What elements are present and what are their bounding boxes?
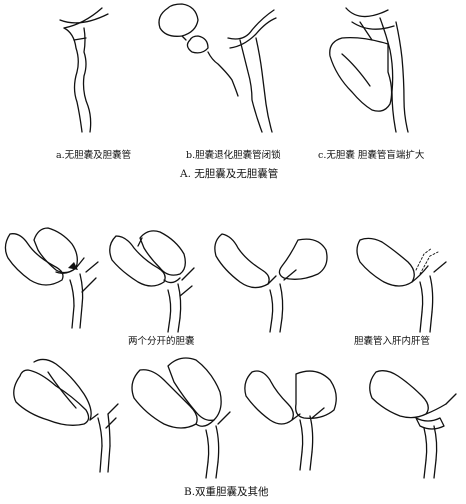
panel-b6-drawing [131, 357, 231, 479]
caption-two-separate-gallbladders: 两个分开的胆囊 [128, 336, 195, 347]
caption-panel-a: a.无胆囊及胆囊管 [56, 150, 132, 161]
panel-b3-drawing [214, 233, 328, 333]
section-b-title: B.双重胆囊及其他 [184, 486, 269, 498]
atrophic-gallbladder [158, 3, 199, 37]
caption-panel-b: b.胆囊退化胆囊管闭锁 [186, 150, 281, 161]
panel-c-drawing [329, 7, 409, 133]
panel-b5-drawing [13, 358, 119, 473]
panel-b-drawing [158, 3, 277, 133]
caption-panel-c: c.无胆囊 胆囊管盲端扩大 [318, 150, 425, 161]
panel-b4-drawing [356, 237, 447, 333]
panel-a-drawing [59, 7, 109, 133]
panel-b1-drawing [4, 227, 99, 329]
panel-b8-drawing [369, 370, 457, 479]
panel-b7-drawing [244, 370, 337, 471]
dilated-cystic-duct [329, 36, 393, 112]
caption-duct-into-hepatic-duct: 胆囊管入肝内肝管 [354, 336, 431, 347]
panel-b2-drawing [109, 230, 195, 333]
section-a-title: A. 无胆囊及无胆囊管 [180, 168, 279, 180]
atretic-cystic-duct [186, 35, 209, 54]
